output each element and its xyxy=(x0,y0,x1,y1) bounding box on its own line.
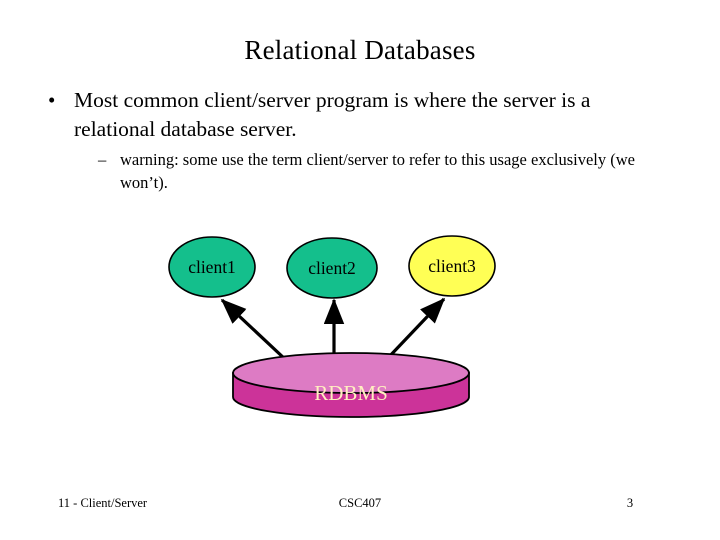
connector-group xyxy=(220,297,446,386)
connector-rdbms-client3[interactable] xyxy=(362,297,446,385)
node-client3[interactable]: client3 xyxy=(408,235,496,297)
client1-ellipse xyxy=(168,236,256,298)
page-title: Relational Databases xyxy=(244,35,476,65)
footer-left-text: 11 - Client/Server xyxy=(58,496,148,510)
client1-label: client1 xyxy=(188,257,236,277)
client2-ellipse xyxy=(286,237,378,299)
connector-rdbms-client1[interactable] xyxy=(220,298,311,384)
node-client2[interactable]: client2 xyxy=(286,237,378,299)
client2-label: client2 xyxy=(308,258,356,278)
bullet-level1: • Most common client/server program is w… xyxy=(48,86,668,144)
footer-center-text: CSC407 xyxy=(338,496,382,510)
bullet-marker-dot: • xyxy=(48,88,56,112)
bullet-level2-text: warning: some use the term client/server… xyxy=(120,150,635,192)
footer-page-number: 3 xyxy=(626,496,634,510)
rdbms-cylinder-top xyxy=(232,352,470,394)
client3-label: client3 xyxy=(428,256,476,276)
bullet-marker-dash: – xyxy=(98,150,107,169)
node-client1[interactable]: client1 xyxy=(168,236,256,298)
bullet-level1-text: Most common client/server program is whe… xyxy=(74,88,591,141)
rdbms-label: RDBMS xyxy=(314,381,388,405)
bullet-level2: – warning: some use the term client/serv… xyxy=(98,148,658,194)
node-rdbms-cylinder[interactable]: RDBMS xyxy=(232,352,470,418)
client3-ellipse xyxy=(408,235,496,297)
